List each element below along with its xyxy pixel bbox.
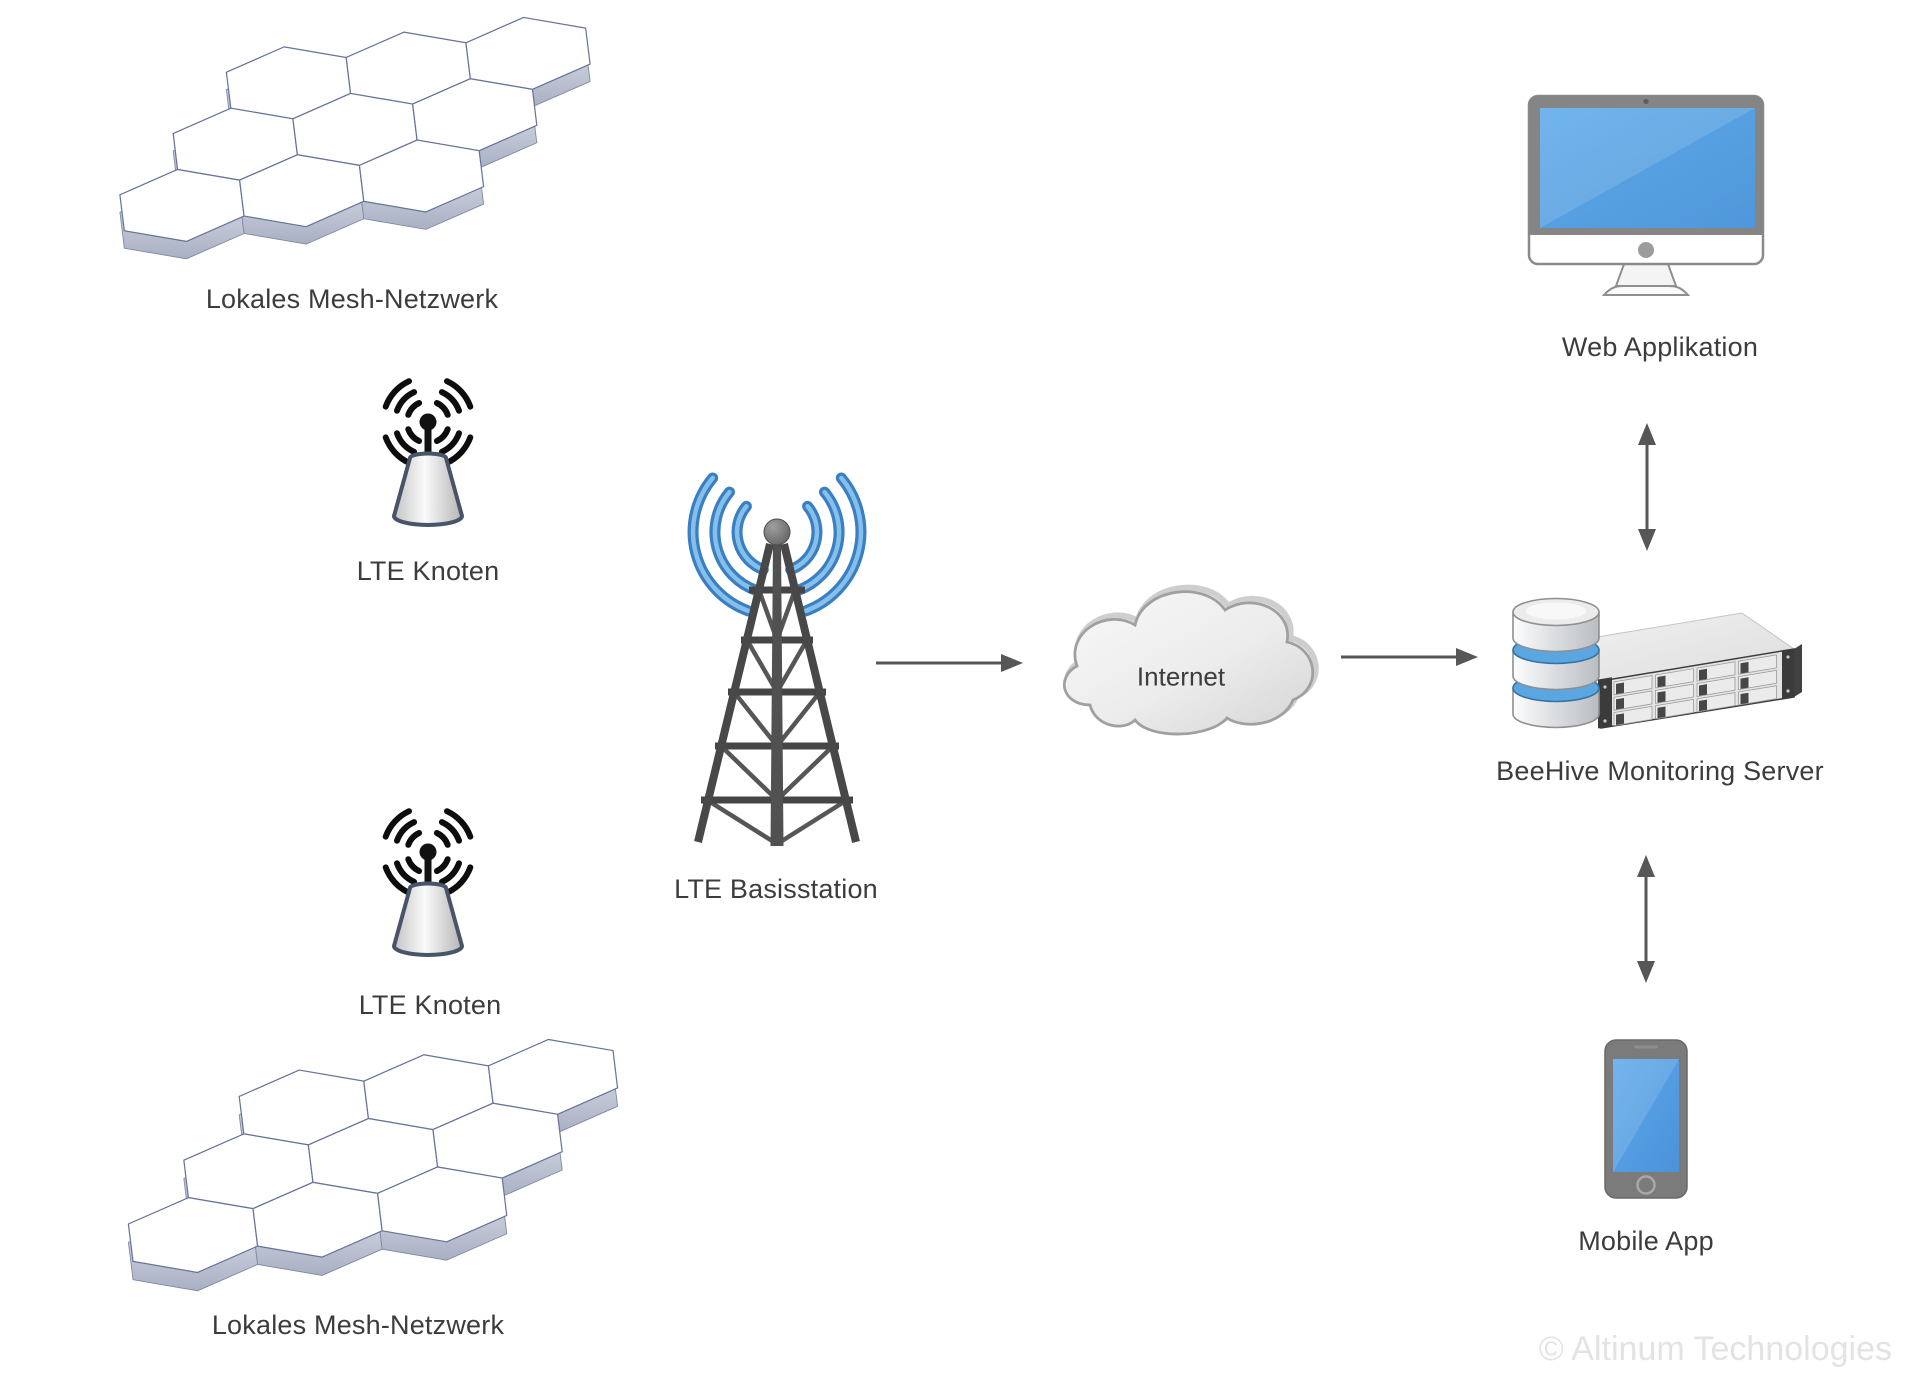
internet-label: Internet — [1136, 661, 1226, 692]
web-app-label: Web Applikation — [1561, 332, 1759, 362]
lte-node-bottom-label: LTE Knoten — [358, 990, 502, 1020]
base-station-label: LTE Basisstation — [674, 874, 878, 904]
mesh-bottom-label: Lokales Mesh-Netzwerk — [211, 1310, 505, 1340]
mobile-app-icon — [1604, 1039, 1688, 1199]
base-station-icon — [687, 472, 867, 846]
internet-cloud-icon — [1063, 584, 1319, 736]
web-app-icon — [1527, 94, 1765, 296]
server-icon — [1512, 597, 1802, 729]
mesh-network-icon-top — [119, 16, 591, 260]
mesh-top-label: Lokales Mesh-Netzwerk — [205, 284, 499, 314]
server-label: BeeHive Monitoring Server — [1496, 756, 1824, 786]
mobile-app-label: Mobile App — [1578, 1226, 1714, 1256]
watermark: © Altinum Technologies — [1538, 1330, 1892, 1368]
lte-node-top-label: LTE Knoten — [356, 556, 500, 586]
mesh-network-icon-bottom — [127, 1038, 619, 1292]
